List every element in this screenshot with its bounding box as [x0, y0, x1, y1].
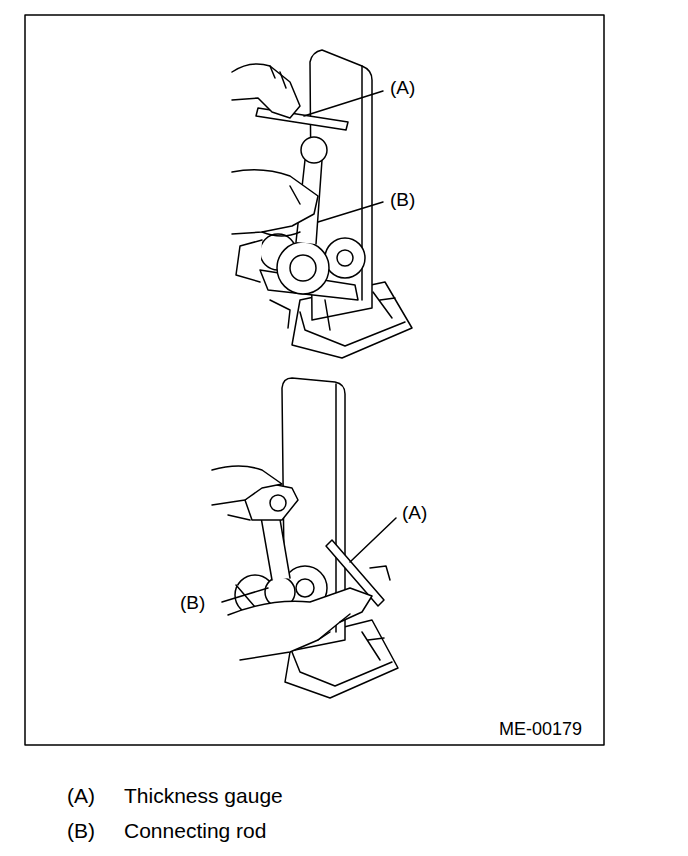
- rod-big-end: [277, 242, 329, 294]
- leader-line: [318, 202, 383, 222]
- finger: [228, 515, 250, 520]
- top-figure: [232, 50, 412, 358]
- callout-letter: (B): [178, 593, 207, 614]
- hand: [232, 64, 300, 118]
- base-slot: [373, 292, 395, 318]
- legend-text: Connecting rod: [122, 819, 268, 842]
- hand: [228, 588, 372, 660]
- legend-letter: (A): [65, 784, 97, 807]
- bottom-figure: [212, 378, 398, 698]
- bolts: [270, 300, 330, 330]
- finger: [262, 186, 300, 236]
- callout-letter: (A): [388, 78, 417, 99]
- gauge-grip: [370, 566, 390, 580]
- journal: [325, 238, 365, 278]
- journal-hole: [337, 250, 353, 266]
- frame: [25, 15, 604, 745]
- hand: [212, 466, 282, 505]
- callout-letter: (B): [388, 190, 417, 211]
- finger: [318, 614, 350, 640]
- legend-letter: (B): [65, 819, 97, 842]
- crank-arm: [236, 240, 262, 282]
- base-edge: [292, 652, 392, 686]
- leader-line: [222, 588, 268, 602]
- rod-small-end: [301, 137, 327, 163]
- figure-code: ME-00179: [497, 720, 584, 740]
- thickness-gauge: [256, 108, 348, 130]
- rod-bearing: [290, 255, 316, 281]
- legend-text: Thickness gauge: [122, 784, 285, 807]
- rod-bore: [270, 495, 286, 511]
- finger: [270, 66, 286, 88]
- hand: [232, 170, 318, 234]
- leader-line: [350, 518, 396, 562]
- journal-hole: [296, 579, 314, 597]
- callout-letter: (A): [400, 503, 429, 524]
- leader-lines: [222, 91, 396, 602]
- base-slot: [362, 632, 384, 660]
- leader-line: [304, 91, 383, 116]
